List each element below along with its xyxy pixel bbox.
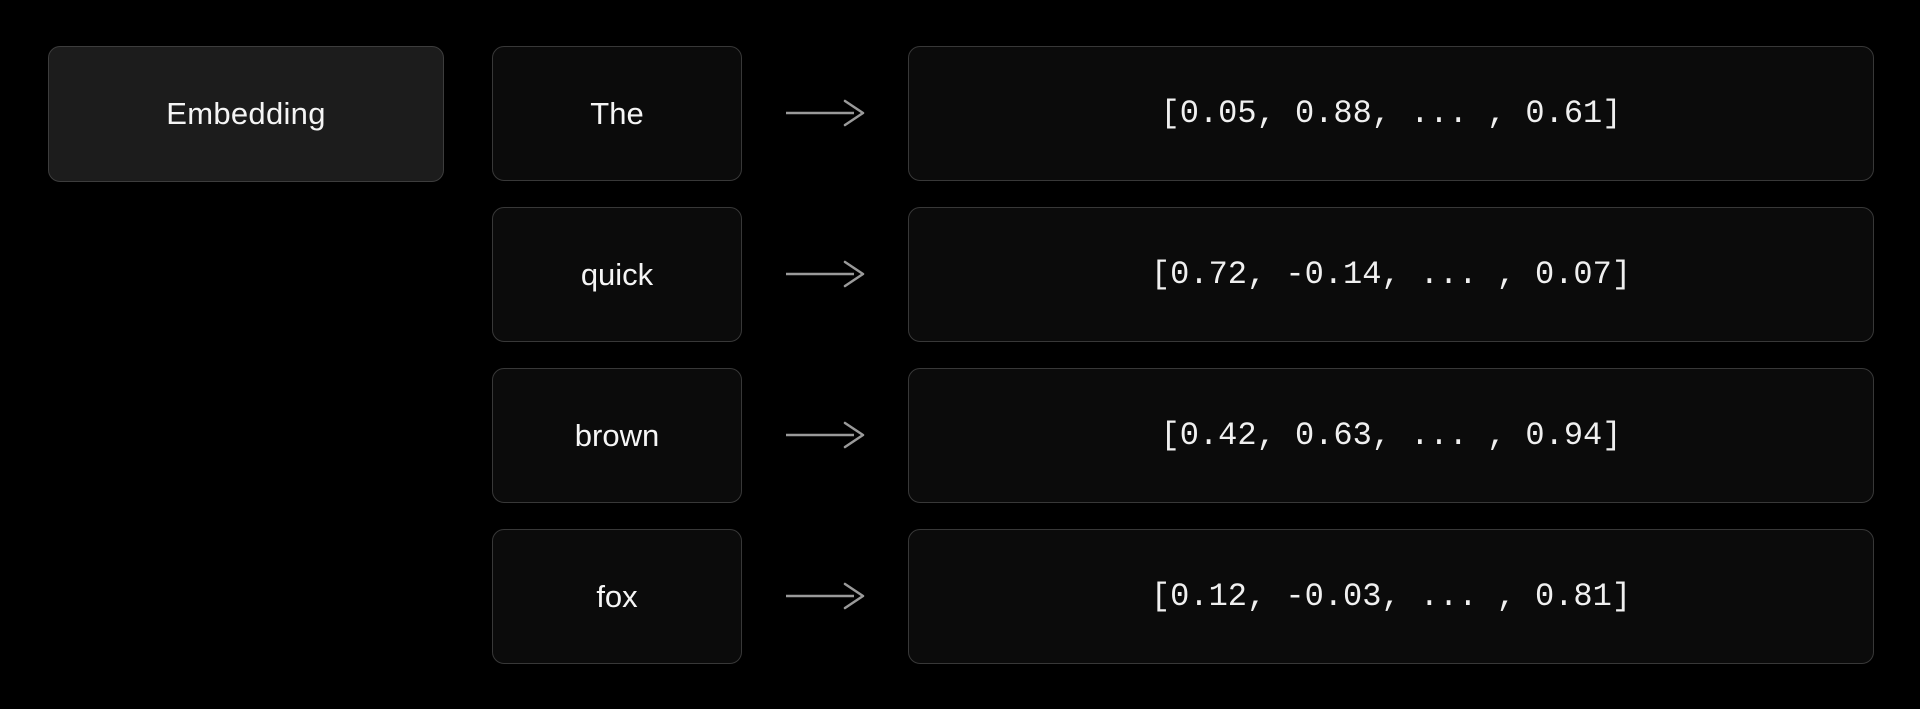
token-label: fox <box>596 578 638 614</box>
embedding-label: Embedding <box>166 96 326 131</box>
token-box-quick: quick <box>492 207 742 342</box>
right-arrow-icon <box>784 415 868 455</box>
token-row: quick [0.72, -0.14, ... , 0.07] <box>0 207 1920 342</box>
token-label: The <box>590 95 644 131</box>
vector-box: [0.12, -0.03, ... , 0.81] <box>908 529 1874 664</box>
right-arrow-icon <box>784 576 868 616</box>
token-box-brown: brown <box>492 368 742 503</box>
token-row: fox [0.12, -0.03, ... , 0.81] <box>0 529 1920 664</box>
right-arrow-icon <box>784 93 868 133</box>
vector-value: [0.72, -0.14, ... , 0.07] <box>1150 256 1632 293</box>
vector-box: [0.42, 0.63, ... , 0.94] <box>908 368 1874 503</box>
token-label: quick <box>580 256 654 292</box>
token-box-fox: fox <box>492 529 742 664</box>
token-row: The [0.05, 0.88, ... , 0.61] <box>0 46 1920 181</box>
vector-value: [0.42, 0.63, ... , 0.94] <box>1160 417 1622 454</box>
vector-box: [0.72, -0.14, ... , 0.07] <box>908 207 1874 342</box>
vector-box: [0.05, 0.88, ... , 0.61] <box>908 46 1874 181</box>
vector-value: [0.05, 0.88, ... , 0.61] <box>1160 95 1622 132</box>
right-arrow-icon <box>784 254 868 294</box>
embedding-label-box: Embedding <box>48 46 444 182</box>
token-label: brown <box>574 417 660 453</box>
vector-value: [0.12, -0.03, ... , 0.81] <box>1150 578 1632 615</box>
token-box-the: The <box>492 46 742 181</box>
token-row: brown [0.42, 0.63, ... , 0.94] <box>0 368 1920 503</box>
